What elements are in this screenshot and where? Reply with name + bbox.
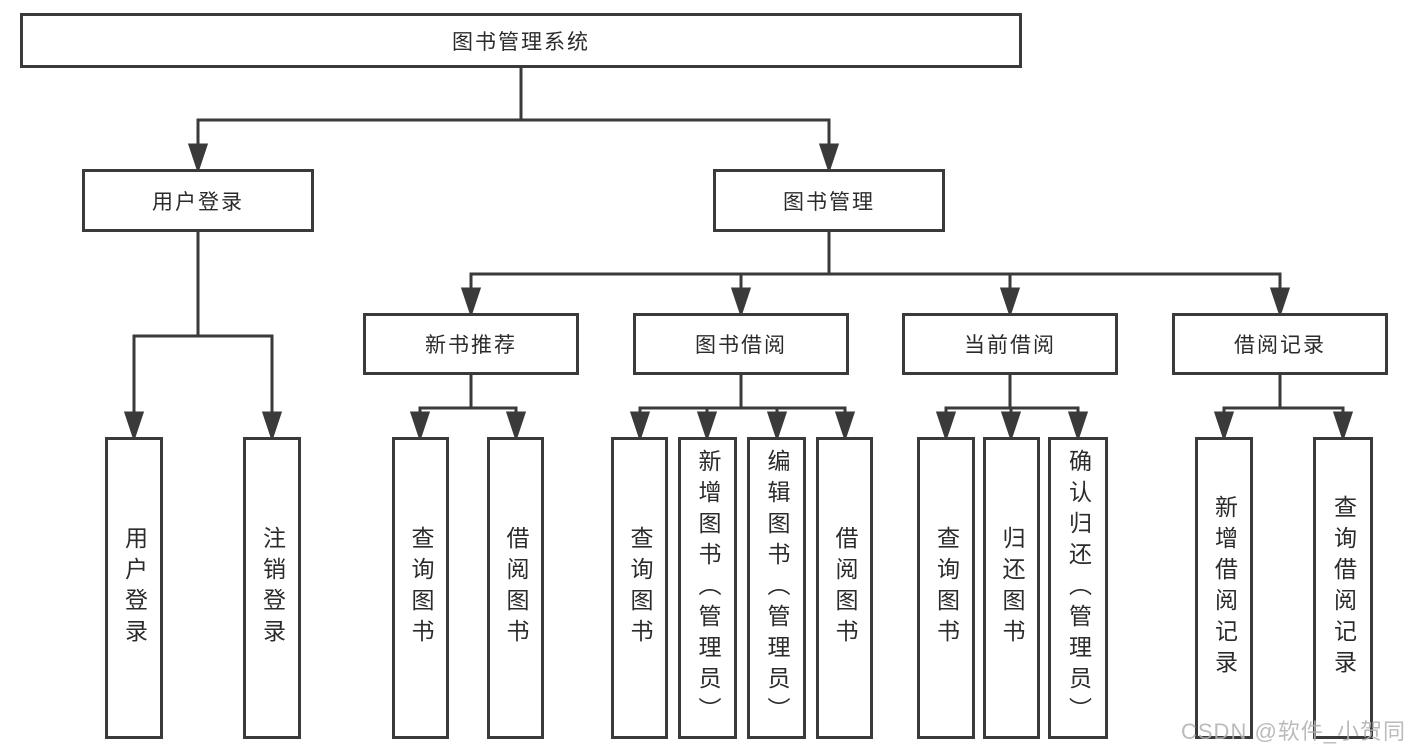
leaf-return-books: 归还图书 [983,437,1040,739]
node-borrow-records: 借阅记录 [1172,313,1388,375]
node-book-management-label: 图书管理 [783,190,875,214]
node-current-borrow: 当前借阅 [902,313,1118,375]
node-user-login: 用户登录 [82,169,314,232]
node-new-book-recommendation: 新书推荐 [363,313,579,375]
leaf-edit-books-admin-label: 编辑图书（管理员） [764,448,790,728]
leaf-query-books-recommendation: 查询图书 [392,437,449,739]
leaf-query-books-borrow: 查询图书 [611,437,668,739]
leaf-logout: 注销登录 [243,437,301,739]
leaf-user-login-label: 用户登录 [121,526,148,650]
leaf-add-borrow-record-label: 新增借阅记录 [1211,495,1238,681]
leaf-query-borrow-record: 查询借阅记录 [1313,437,1373,739]
node-user-login-label: 用户登录 [152,190,244,214]
leaf-borrow-books-borrow-label: 借阅图书 [832,526,858,650]
leaf-confirm-return-admin: 确认归还（管理员） [1048,437,1108,739]
leaf-confirm-return-admin-label: 确认归还（管理员） [1065,448,1092,728]
node-system-root: 图书管理系统 [20,13,1022,68]
node-new-book-recommendation-label: 新书推荐 [425,334,517,357]
leaf-user-login: 用户登录 [105,437,163,739]
node-book-borrow: 图书借阅 [633,313,849,375]
leaf-borrow-books-borrow: 借阅图书 [816,437,873,739]
leaf-add-borrow-record: 新增借阅记录 [1195,437,1253,739]
leaf-add-books-admin-label: 新增图书（管理员） [695,448,721,728]
leaf-query-books-recommendation-label: 查询图书 [408,526,434,650]
leaf-query-books-current: 查询图书 [917,437,975,739]
leaf-edit-books-admin: 编辑图书（管理员） [747,437,806,739]
leaf-add-books-admin: 新增图书（管理员） [678,437,737,739]
leaf-return-books-label: 归还图书 [999,526,1025,650]
node-system-root-label: 图书管理系统 [452,30,590,54]
node-book-borrow-label: 图书借阅 [695,334,787,357]
leaf-query-books-borrow-label: 查询图书 [627,526,653,650]
node-book-management: 图书管理 [713,169,945,232]
leaf-logout-label: 注销登录 [259,526,286,650]
node-current-borrow-label: 当前借阅 [964,334,1056,357]
leaf-borrow-books-recommendation: 借阅图书 [487,437,544,739]
node-borrow-records-label: 借阅记录 [1234,334,1326,357]
leaf-borrow-books-recommendation-label: 借阅图书 [503,526,529,650]
csdn-watermark: CSDN @软件_小贺同学 [1181,719,1405,744]
leaf-query-borrow-record-label: 查询借阅记录 [1330,495,1357,681]
leaf-query-books-current-label: 查询图书 [933,526,960,650]
